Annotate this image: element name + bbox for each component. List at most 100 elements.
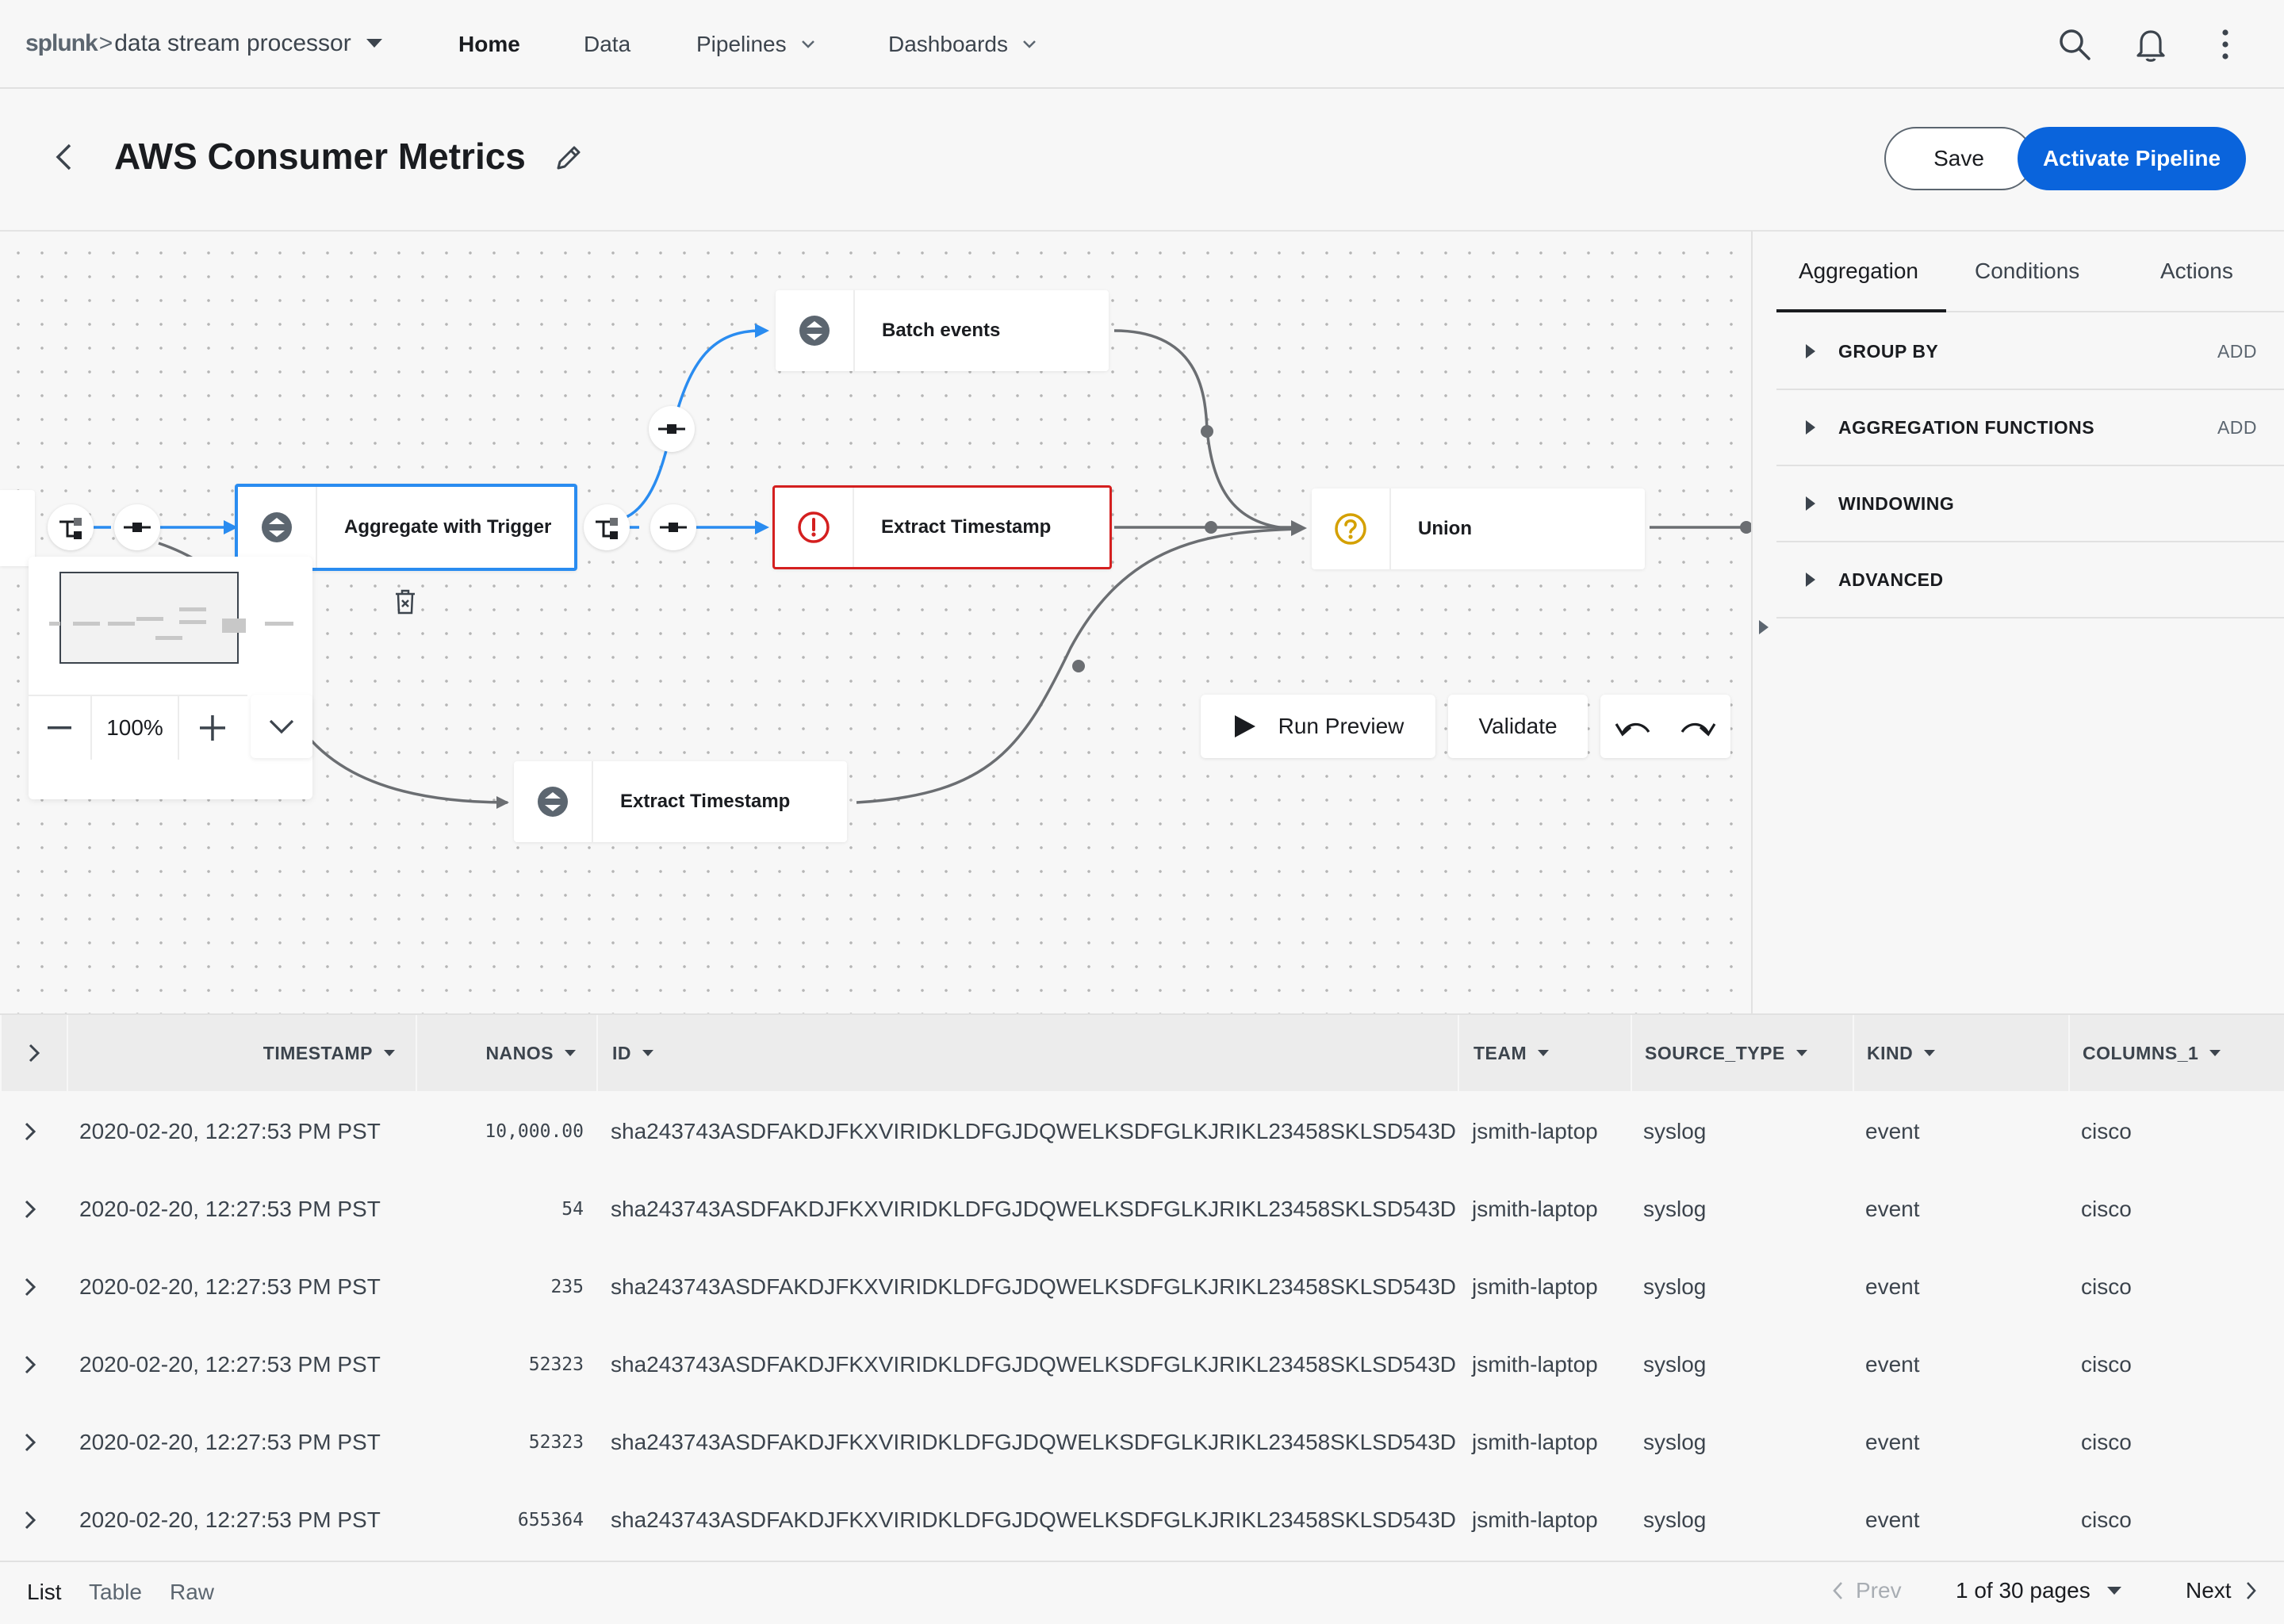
section-aggregation-functions[interactable]: AGGREGATION FUNCTIONS ADD — [1776, 390, 2284, 466]
function-icon — [799, 316, 830, 346]
activate-pipeline-button[interactable]: Activate Pipeline — [2018, 127, 2246, 190]
cell-id: sha243743ASDFAKDJFKXVIRIDKLDFGJDQWELKSDF… — [611, 1119, 1457, 1143]
expand-row-button[interactable] — [24, 1404, 44, 1481]
expand-row-button[interactable] — [24, 1170, 44, 1248]
tab-actions[interactable]: Actions — [2160, 259, 2233, 283]
nav-home[interactable]: Home — [458, 32, 520, 56]
column-header-timestamp[interactable]: TIMESTAMP — [67, 1015, 416, 1091]
chevron-right-icon — [25, 1122, 36, 1141]
cell-timestamp: 2020-02-20, 12:27:53 PM PST — [79, 1197, 381, 1221]
column-header-kind[interactable]: KIND — [1853, 1015, 2068, 1091]
more-menu-button[interactable] — [2205, 24, 2246, 65]
node-label: Batch events — [882, 320, 1001, 341]
branch-port[interactable] — [584, 504, 630, 550]
view-tab-table[interactable]: Table — [89, 1580, 142, 1604]
expand-row-button[interactable] — [24, 1093, 44, 1170]
node-label: Extract Timestamp — [620, 791, 791, 812]
nav-dashboards[interactable]: Dashboards — [888, 25, 1037, 63]
sort-down-icon — [565, 1050, 576, 1056]
node-union[interactable]: Union — [1312, 488, 1645, 569]
cell-id: sha243743ASDFAKDJFKXVIRIDKLDFGJDQWELKSDF… — [611, 1430, 1457, 1454]
cell-timestamp: 2020-02-20, 12:27:53 PM PST — [79, 1274, 381, 1299]
cell-columns-1: cisco — [2081, 1119, 2132, 1143]
search-button[interactable] — [2054, 24, 2095, 65]
tab-conditions[interactable]: Conditions — [1975, 259, 2080, 283]
page-select[interactable]: 1 of 30 pages — [1956, 1578, 2122, 1603]
caret-right-icon — [1806, 420, 1815, 435]
cell-timestamp: 2020-02-20, 12:27:53 PM PST — [79, 1352, 381, 1377]
cell-columns-1: cisco — [2081, 1197, 2132, 1221]
minimap[interactable] — [29, 557, 312, 799]
column-header-columns-1[interactable]: COLUMNS_1 — [2068, 1015, 2284, 1091]
save-button[interactable]: Save — [1884, 127, 2033, 190]
add-group-by-button[interactable]: ADD — [2217, 340, 2257, 362]
section-advanced[interactable]: ADVANCED — [1776, 542, 2284, 619]
expand-row-button[interactable] — [24, 1326, 44, 1404]
undo-button[interactable] — [1615, 716, 1651, 737]
node-extract-timestamp[interactable]: Extract Timestamp — [514, 761, 847, 842]
column-header-team[interactable]: TEAM — [1458, 1015, 1631, 1091]
sort-down-icon — [2209, 1050, 2221, 1056]
expand-row-button[interactable] — [24, 1248, 44, 1326]
cell-source-type: syslog — [1643, 1352, 1707, 1377]
cell-kind: event — [1865, 1352, 1920, 1377]
zoom-out-button[interactable] — [29, 696, 92, 760]
product-switcher[interactable]: splunk > data stream processor — [25, 24, 383, 63]
run-preview-button[interactable]: Run Preview — [1201, 695, 1435, 758]
section-group-by[interactable]: GROUP BY ADD — [1776, 314, 2284, 390]
add-aggregation-function-button[interactable]: ADD — [2217, 416, 2257, 438]
expand-row-button[interactable] — [24, 1481, 44, 1559]
connection-port[interactable] — [649, 406, 695, 452]
cell-nanos: 235 — [550, 1277, 584, 1297]
redo-button[interactable] — [1680, 716, 1716, 737]
column-header-nanos[interactable]: NANOS — [416, 1015, 596, 1091]
cell-nanos: 10,000.00 — [485, 1121, 584, 1142]
cell-timestamp: 2020-02-20, 12:27:53 PM PST — [79, 1430, 381, 1454]
node-batch-events[interactable]: Batch events — [776, 290, 1109, 371]
branch-port[interactable] — [48, 504, 94, 550]
zoom-in-button[interactable] — [179, 696, 246, 760]
delete-node-button[interactable] — [393, 588, 417, 615]
prev-page-button[interactable]: Prev — [1832, 1578, 1902, 1603]
connection-port[interactable] — [650, 504, 696, 550]
splunk-logo: splunk — [25, 30, 98, 56]
cell-team: jsmith-laptop — [1472, 1430, 1598, 1454]
edge-arrow — [224, 520, 238, 534]
column-header-source-type[interactable]: SOURCE_TYPE — [1631, 1015, 1853, 1091]
section-windowing[interactable]: WINDOWING — [1776, 466, 2284, 542]
notifications-button[interactable] — [2130, 24, 2171, 65]
table-header — [0, 1015, 2284, 1091]
nav-data[interactable]: Data — [584, 32, 631, 56]
cell-timestamp: 2020-02-20, 12:27:53 PM PST — [79, 1119, 381, 1143]
validate-button[interactable]: Validate — [1448, 695, 1588, 758]
node-aggregate-with-trigger[interactable]: Aggregate with Trigger — [235, 484, 577, 571]
panel-collapse-toggle[interactable] — [1753, 615, 1773, 639]
connection-port[interactable] — [114, 504, 160, 550]
cell-team: jsmith-laptop — [1472, 1274, 1598, 1299]
active-tab-indicator — [1776, 309, 1946, 312]
nav-pipelines[interactable]: Pipelines — [696, 25, 815, 63]
minus-icon — [48, 726, 71, 730]
view-tab-raw[interactable]: Raw — [170, 1580, 215, 1604]
next-page-button[interactable]: Next — [2186, 1578, 2257, 1603]
cell-columns-1: cisco — [2081, 1352, 2132, 1377]
node-extract-timestamp-error[interactable]: Extract Timestamp — [772, 485, 1112, 569]
zoom-options-button[interactable] — [251, 695, 312, 758]
column-header-id[interactable]: ID — [596, 1015, 1458, 1091]
edge-arrow — [755, 520, 769, 534]
tab-aggregation[interactable]: Aggregation — [1799, 259, 1919, 283]
view-tab-list[interactable]: List — [27, 1580, 62, 1604]
node-icon — [775, 488, 854, 567]
source-node-stub[interactable] — [0, 490, 35, 566]
back-button[interactable] — [46, 140, 81, 174]
chevron-right-icon — [29, 1044, 40, 1063]
edit-title-button[interactable] — [552, 143, 584, 174]
expand-all-button[interactable] — [0, 1015, 67, 1091]
table-row[interactable]: 2020-02-20, 12:27:53 PM PST 10,000.00 sha2… — [0, 1093, 2284, 1170]
connector-icon — [658, 424, 685, 434]
